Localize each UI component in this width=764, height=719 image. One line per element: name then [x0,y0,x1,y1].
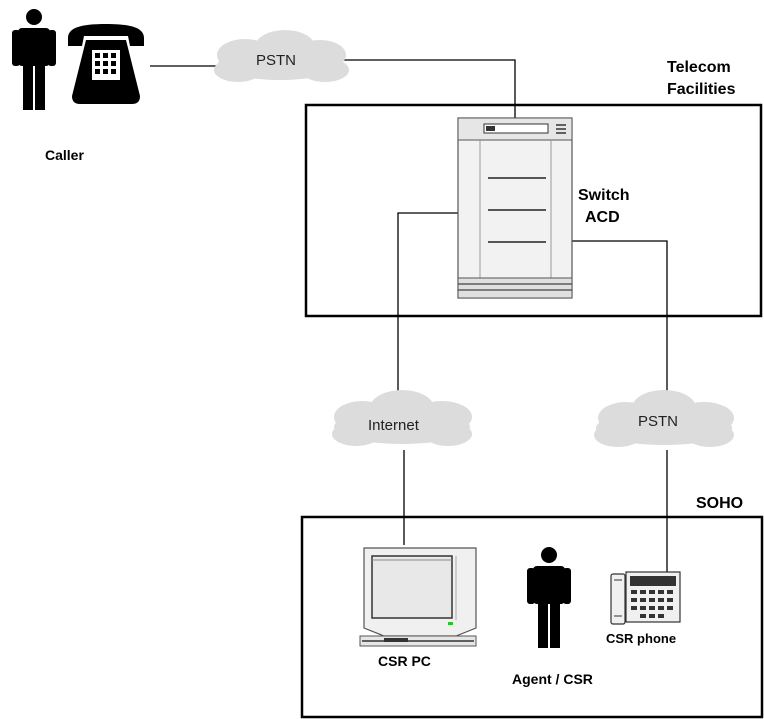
agent-person-icon [527,547,571,648]
desktop-computer-icon [359,547,477,647]
telecom-label-line2: Facilities [667,81,736,98]
soho-label: SOHO [696,495,743,512]
line-pstn-to-switch [340,59,516,118]
internet-cloud-icon [332,390,472,446]
caller-person-icon [12,9,56,110]
csr-phone-label: CSR phone [606,631,676,646]
agent-csr-label: Agent / CSR [512,671,593,687]
telecom-label-line1: Telecom [667,59,731,76]
csr-pc-label: CSR PC [378,653,431,669]
line-switch-to-internet [397,212,458,395]
pstn-top-cloud-icon [214,30,349,82]
desk-phone-icon [68,24,144,104]
ip-phone-icon [610,571,681,625]
switch-label-line2: ACD [585,209,620,226]
switch-cabinet-icon [457,117,573,299]
line-switch-to-pstn [572,240,668,398]
connection-lines [150,59,668,572]
telecom-facilities-box [304,103,763,318]
caller-label: Caller [45,147,84,163]
switch-label-line1: Switch [578,187,630,204]
soho-box [300,515,764,719]
internet-label: Internet [368,417,420,434]
pstn-top-label: PSTN [256,52,296,69]
pstn-bottom-cloud-icon [594,390,734,447]
pstn-bottom-label: PSTN [638,413,678,430]
